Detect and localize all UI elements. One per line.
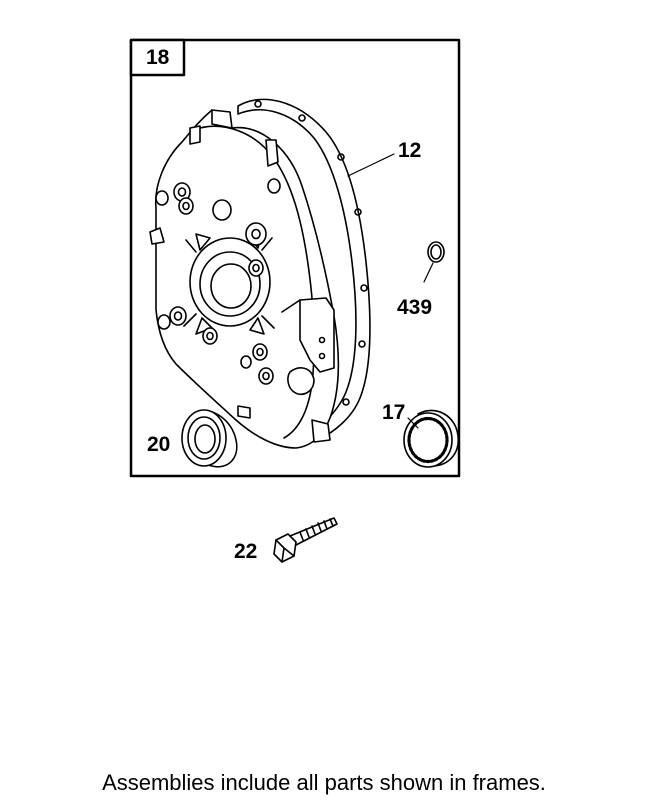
assembly-frame: [129, 38, 461, 478]
callout-439: 439: [397, 296, 433, 319]
oil-seal: [181, 409, 238, 468]
frame-label: 18: [146, 46, 170, 69]
frame-label-box: [129, 38, 186, 77]
callout-20: 20: [147, 433, 171, 456]
leader-line-12: [347, 153, 395, 177]
callout-12: 12: [398, 139, 422, 162]
crankcase-cover: [149, 109, 340, 449]
o-ring: [427, 241, 445, 263]
leader-line-439: [423, 262, 434, 283]
callout-17: 17: [382, 401, 406, 424]
leader-line-17: [407, 417, 419, 429]
footer-note: Assemblies include all parts shown in fr…: [102, 770, 546, 795]
bolt: [273, 517, 338, 563]
ball-bearing: [403, 409, 459, 468]
callout-22: 22: [234, 540, 258, 563]
